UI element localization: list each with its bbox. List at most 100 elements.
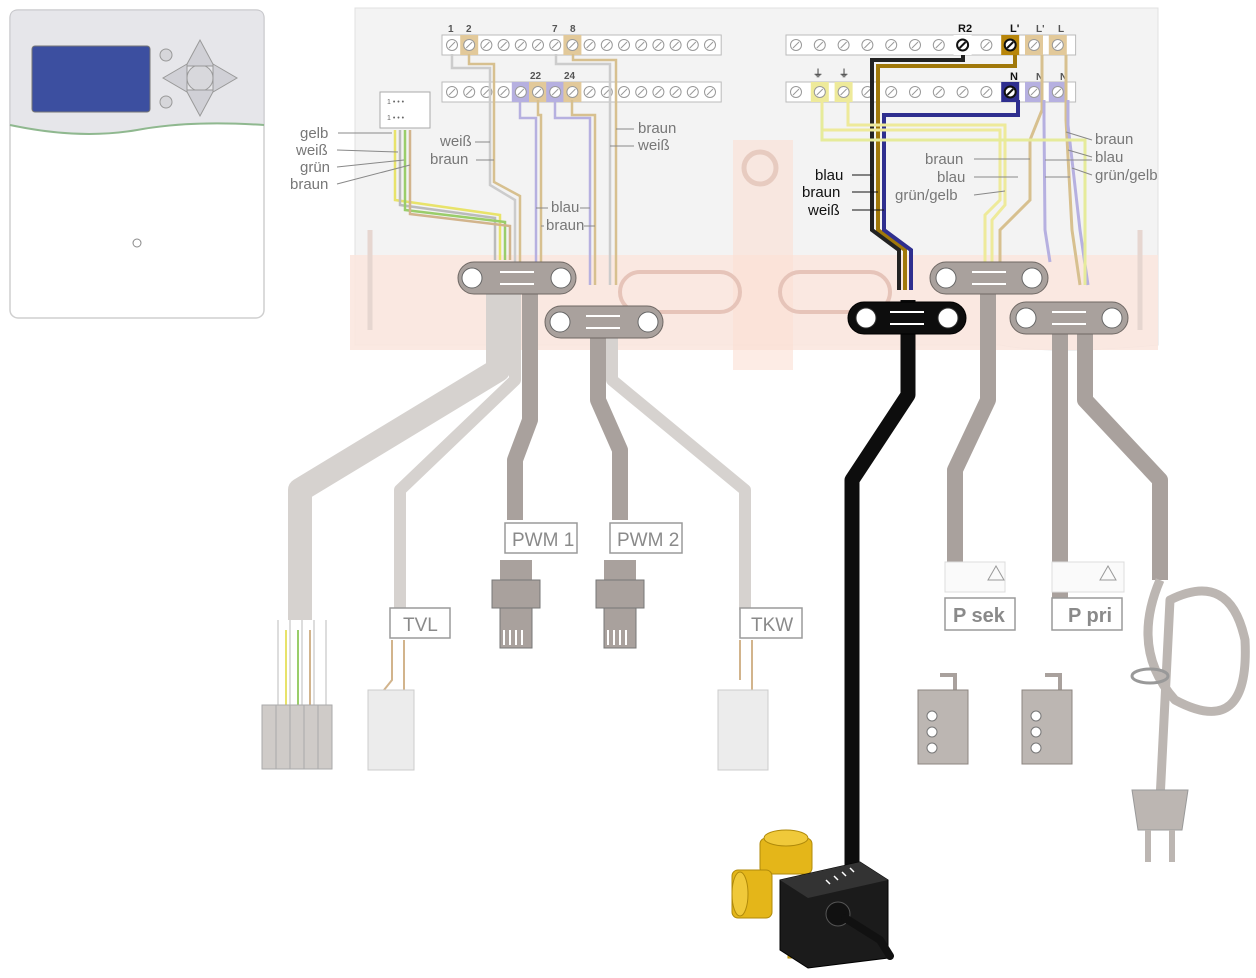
controller-device — [9, 9, 265, 319]
wire-label-blau: blau — [1095, 149, 1123, 166]
pwm1-tag — [504, 522, 578, 554]
terminal-strip-top-right — [785, 34, 1077, 56]
terminal-label-r2: R2 — [958, 23, 972, 35]
connector-pins-label: 1 • • • — [387, 99, 405, 106]
wire-label-gruen-gelb: grün/gelb — [895, 187, 958, 204]
mains-plug-icon — [1130, 667, 1189, 862]
p-pri-tag-label: P pri — [1068, 605, 1112, 627]
connector-pins-label: 1 • • • — [387, 115, 405, 122]
terminal-screw-slot — [689, 41, 697, 49]
earth-symbol-icon: ⏚ — [813, 68, 823, 80]
wire-label-braun: braun — [546, 217, 584, 234]
terminal-screw-slot — [517, 88, 525, 96]
terminal-screw-slot — [500, 41, 507, 49]
terminal-label-l-prime: L' — [1036, 24, 1045, 35]
terminal-screw-slot — [911, 88, 919, 96]
terminal-screw-slot — [1030, 41, 1038, 49]
terminal-screw-slot — [1054, 88, 1062, 96]
wire-label-braun: braun — [430, 151, 468, 168]
wire-label-gruen: grün — [300, 159, 330, 176]
terminal-screw-slot — [887, 88, 895, 96]
terminal-screw-slot — [620, 41, 628, 49]
lock-screw-icon — [132, 238, 142, 248]
wire-label-gelb: gelb — [300, 125, 328, 142]
navigation-buttons[interactable] — [159, 38, 238, 118]
left-wires — [379, 54, 618, 285]
terminal-screw-slot — [465, 88, 473, 96]
tvl-tag-label: TVL — [403, 615, 438, 636]
terminal-screw-slot — [586, 41, 593, 49]
right-wires — [820, 55, 1090, 290]
p-sek-tag — [944, 597, 1016, 631]
p-pri-tag — [1051, 597, 1123, 631]
terminal-screw-slot — [637, 88, 645, 96]
wire-label-weiss: weiß — [637, 137, 670, 154]
terminal-screw-slot — [586, 88, 593, 96]
terminal-screw-slot — [534, 41, 542, 49]
terminal-screw-slot — [816, 88, 824, 96]
terminal-screw-slot — [1054, 41, 1062, 49]
terminal-screw-slot — [672, 88, 679, 96]
terminal-number: 2 — [466, 24, 472, 35]
wire-label-blau: blau — [815, 167, 843, 184]
terminal-label-n: N — [1060, 72, 1067, 83]
wire-labels-pumps: braun blau grün/gelb braun blau grün/gel… — [895, 131, 1158, 204]
terminal-screw-slot — [792, 88, 800, 96]
terminal-screw-slot — [1006, 88, 1014, 96]
terminal-screw-slot — [840, 88, 847, 96]
terminal-screw-slot — [655, 88, 662, 96]
grey-cables — [288, 290, 1250, 801]
terminal-screw-slot — [983, 88, 990, 96]
tvl-connector — [367, 640, 415, 771]
cable-connectors — [261, 560, 1189, 862]
display-screen — [31, 45, 151, 113]
terminal-screw-slot — [792, 41, 800, 49]
terminal-label-n: N — [1036, 72, 1043, 83]
terminal-screw-slot — [864, 88, 871, 96]
terminal-screw-slot — [935, 41, 943, 49]
terminal-strip-mid-right — [785, 81, 1077, 103]
warning-label-icon — [1051, 561, 1125, 593]
terminal-screw-slot — [551, 88, 559, 96]
terminal-screw-slot — [603, 41, 611, 49]
terminal-label-l: L — [1058, 24, 1064, 35]
pwm1-tag-label: PWM 1 — [512, 530, 574, 551]
tkw-tag — [739, 607, 803, 639]
terminal-screw-slot — [534, 88, 542, 96]
terminal-screw-slot — [816, 41, 824, 49]
wire-label-gruen-gelb: grün/gelb — [1095, 167, 1158, 184]
terminal-screw-slot — [959, 88, 966, 96]
terminal-screw-slot — [672, 41, 679, 49]
terminal-screw-slot — [887, 41, 895, 49]
terminal-screw-slot — [706, 88, 714, 96]
terminal-strip-body — [441, 34, 722, 56]
terminal-screw-slot — [569, 88, 576, 96]
cable-tags: TVL PWM 1 PWM 2 TKW P sek P pri — [389, 522, 1123, 639]
strain-relief-clamps — [457, 261, 1129, 339]
terminal-screw-slot — [637, 41, 645, 49]
terminal-screw-slot — [500, 88, 507, 96]
wire-label-braun: braun — [290, 176, 328, 193]
terminal-screw-slot — [483, 41, 490, 49]
wire-label-weiss: weiß — [439, 133, 472, 150]
terminal-screw-slot — [465, 41, 473, 49]
p-sek-tag-label: P sek — [953, 605, 1006, 627]
terminal-screw-slot — [551, 41, 559, 49]
pwm1-plug — [491, 560, 541, 649]
terminal-screw-slot — [517, 41, 525, 49]
terminal-screw-slot — [958, 41, 967, 49]
tvl-tag — [389, 607, 451, 639]
mixing-valve — [731, 829, 894, 969]
sensor-multi-connector — [261, 620, 333, 770]
wire-label-braun: braun — [925, 151, 963, 168]
tkw-connector — [717, 640, 769, 771]
terminal-screw-slot — [483, 88, 490, 96]
terminal-screw-slot — [864, 41, 871, 49]
pwm2-tag-label: PWM 2 — [617, 530, 679, 551]
terminal-screw-slot — [840, 41, 847, 49]
terminal-number: 7 — [552, 24, 558, 35]
wire-label-braun: braun — [802, 184, 840, 201]
terminal-number: 22 — [530, 71, 542, 82]
wire-labels-left: gelb weiß grün braun weiß braun braun we… — [290, 120, 676, 234]
valve-cable — [844, 300, 916, 870]
